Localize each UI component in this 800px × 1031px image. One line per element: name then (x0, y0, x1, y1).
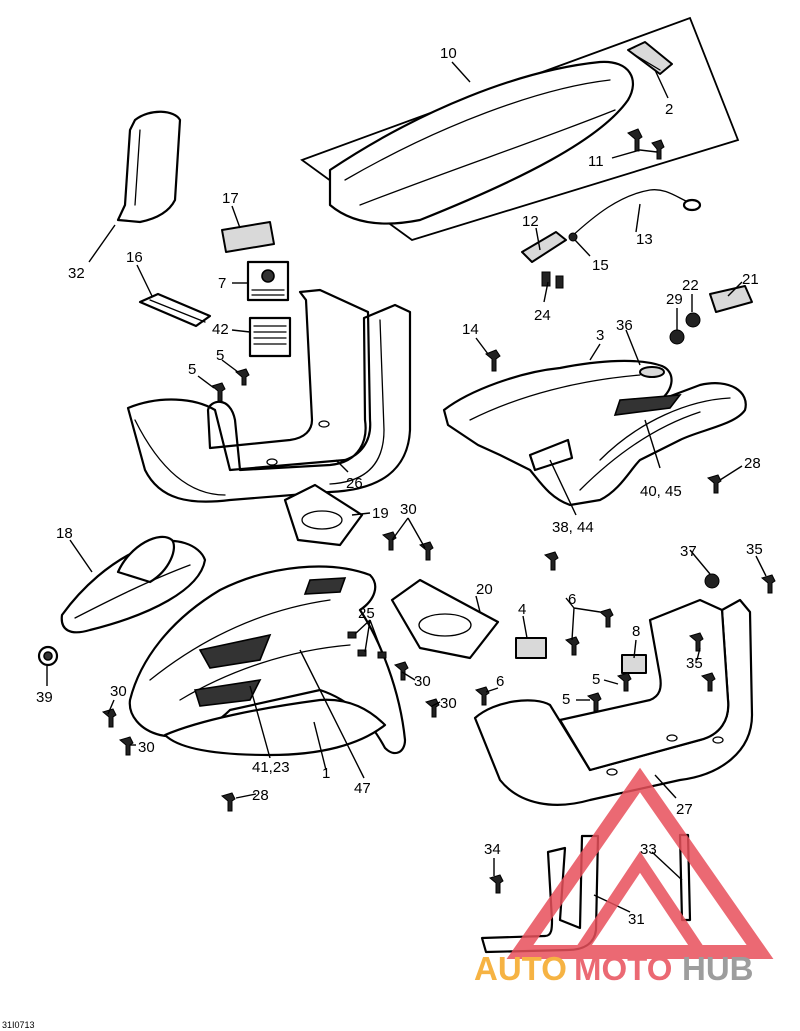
callout-32: 32 (68, 265, 85, 282)
part-42-label (248, 316, 292, 358)
callout-25: 25 (358, 605, 375, 622)
watermark-logo: AUTO MOTO HUB (474, 767, 774, 987)
callout-30-d: 30 (110, 683, 127, 700)
part-24-pins (541, 271, 564, 289)
part-18-front-fender (60, 535, 207, 634)
callout-37: 37 (680, 543, 697, 560)
callout-33: 33 (640, 841, 657, 858)
part-17-decal (221, 221, 275, 253)
part-32-side-panel (116, 110, 182, 224)
callout-18: 18 (56, 525, 73, 542)
part-22-grommet (685, 312, 701, 328)
callout-35-b: 35 (686, 655, 703, 672)
callout-27: 27 (676, 801, 693, 818)
callout-5-d: 5 (562, 691, 570, 708)
callout-10: 10 (440, 45, 457, 62)
callout-36: 36 (616, 317, 633, 334)
callout-19: 19 (372, 505, 389, 522)
leader-lines (46, 61, 767, 913)
watermark-text-hub: HUB (682, 950, 754, 987)
callout-39: 39 (36, 689, 53, 706)
callout-13: 13 (636, 231, 653, 248)
part-34-screw (488, 874, 504, 894)
part-39-headlight (37, 645, 59, 667)
part-28-screw-left (220, 792, 236, 812)
callout-16: 16 (126, 249, 143, 266)
watermark-text-auto: AUTO (474, 950, 567, 987)
callout-1: 1 (322, 765, 330, 782)
part-19-panel (283, 483, 364, 547)
callout-30-b: 30 (414, 673, 431, 690)
watermark-inner-mark-icon (575, 851, 705, 956)
callout-38-44: 38, 44 (552, 519, 594, 536)
watermark-text-moto: MOTO (574, 950, 672, 987)
callout-21: 21 (742, 271, 759, 288)
callout-4: 4 (518, 601, 526, 618)
callout-20: 20 (476, 581, 493, 598)
part-35-screws (688, 574, 776, 692)
callout-24: 24 (534, 307, 551, 324)
watermark-triangle-icon (506, 767, 774, 959)
part-6-screws (474, 551, 614, 706)
callout-26: 26 (346, 475, 363, 492)
callout-47: 47 (354, 780, 371, 797)
callout-41-23: 41,23 (252, 759, 290, 776)
part-5-screws-right (586, 672, 632, 712)
part-15-clip (568, 232, 578, 242)
part-7-label (246, 260, 290, 302)
part-1-front-body (128, 565, 407, 757)
part-25-clips (347, 631, 387, 659)
callout-34: 34 (484, 841, 501, 858)
callout-35-a: 35 (746, 541, 763, 558)
callout-30-c: 30 (440, 695, 457, 712)
callout-15: 15 (592, 257, 609, 274)
callout-40-45: 40, 45 (640, 483, 682, 500)
part-28-screw-right (706, 474, 722, 494)
callout-28-a: 28 (744, 455, 761, 472)
callout-6-b: 6 (496, 673, 504, 690)
part-27-footwell (473, 598, 754, 806)
callout-5-a: 5 (188, 361, 196, 378)
callout-42: 42 (212, 321, 229, 338)
callout-29: 29 (666, 291, 683, 308)
part-14-screw (485, 349, 501, 372)
callout-28-b: 28 (252, 787, 269, 804)
callout-2: 2 (665, 101, 673, 118)
callout-17: 17 (222, 190, 239, 207)
part-3-rear-fender (442, 359, 747, 507)
part-seat (300, 16, 740, 241)
callout-12: 12 (522, 213, 539, 230)
part-26-footwell (126, 288, 412, 503)
part-16-strap (138, 292, 212, 328)
part-20-panel (390, 578, 500, 660)
part-4-decal (515, 637, 547, 659)
callout-8: 8 (632, 623, 640, 640)
callout-11: 11 (588, 153, 604, 170)
callout-30-e: 30 (138, 739, 155, 756)
callout-6-a: 6 (568, 591, 576, 608)
callout-5-b: 5 (216, 347, 224, 364)
callout-7: 7 (218, 275, 226, 292)
part-37-grommet (704, 573, 720, 589)
part-12-latch (521, 231, 567, 263)
callout-30-a: 30 (400, 501, 417, 518)
part-11-fasteners (627, 128, 665, 160)
part-5-screws-left (210, 368, 250, 402)
callout-labels: 10 2 11 13 12 15 24 32 17 16 7 42 5 5 26… (36, 45, 763, 928)
callout-22: 22 (682, 277, 699, 294)
part-13-cable (569, 189, 702, 239)
part-21-reflector (709, 285, 753, 313)
diagram-reference-code: 31I0713 (2, 1020, 35, 1030)
callout-14: 14 (462, 321, 479, 338)
callout-31: 31 (628, 911, 645, 928)
part-2-bracket (627, 41, 673, 75)
part-29-grommet (669, 329, 685, 345)
callout-5-c: 5 (592, 671, 600, 688)
callout-3: 3 (596, 327, 604, 344)
